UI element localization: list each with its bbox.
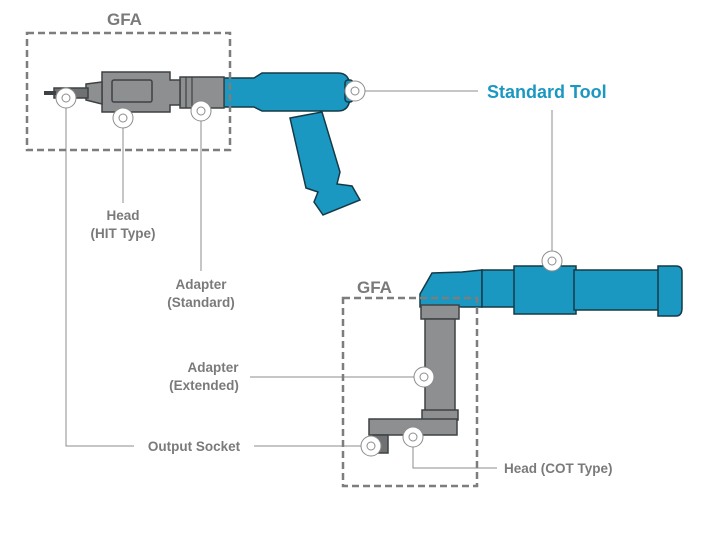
standard-tool-label: Standard Tool xyxy=(487,82,607,102)
head-hit-label-line1: Head xyxy=(106,208,139,223)
head-cot-label: Head (COT Type) xyxy=(504,461,613,476)
leader-lines xyxy=(65,90,553,469)
adapter-extended-label-line2: (Extended) xyxy=(169,378,239,393)
gfa-box-bottom xyxy=(341,296,479,488)
adapter-standard-label-line1: Adapter xyxy=(175,277,227,292)
gfa-box-top xyxy=(25,31,232,152)
callout-markers xyxy=(55,80,563,457)
adapter-standard-label-line2: (Standard) xyxy=(167,295,235,310)
standard-pistol-tool xyxy=(223,72,362,216)
head-hit-label-line2: (HIT Type) xyxy=(91,226,156,241)
output-socket-label: Output Socket xyxy=(148,439,241,454)
adapter-extended-label-line1: Adapter xyxy=(187,360,239,375)
gfa-label-bottom: GFA xyxy=(357,278,392,297)
gfa-label-top: GFA xyxy=(107,10,142,29)
gfa-bottom-assembly xyxy=(368,304,460,454)
